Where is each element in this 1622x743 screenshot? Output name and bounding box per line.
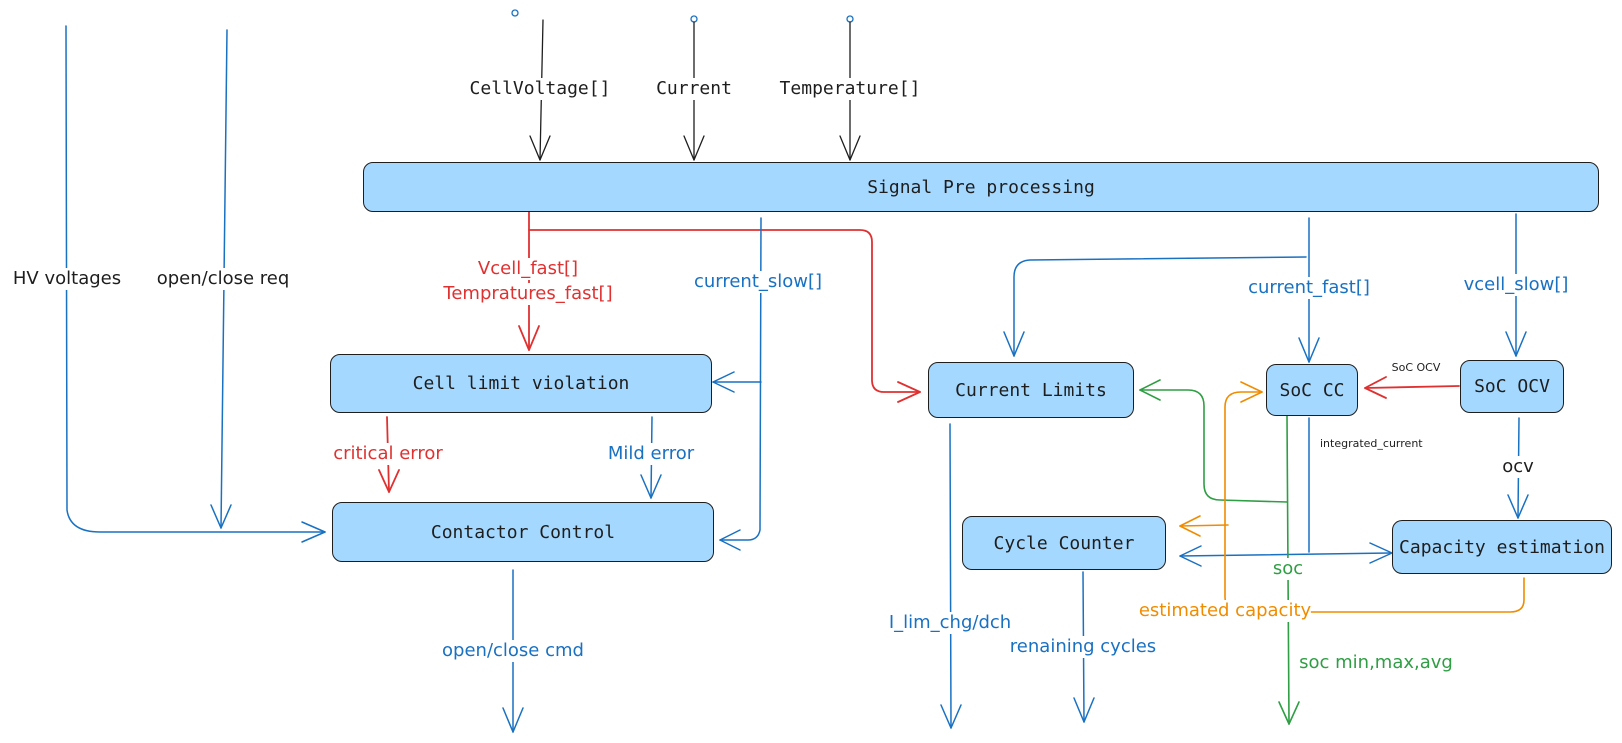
soc-ocv-block[interactable]: SoC OCV bbox=[1460, 360, 1564, 413]
cell-voltage-input-label: CellVoltage[] bbox=[469, 78, 611, 100]
current-fast-label: current_fast[] bbox=[1248, 277, 1370, 299]
temperatures-fast-label: Tempratures_fast[] bbox=[443, 283, 613, 305]
mild-error-label: Mild error bbox=[607, 443, 695, 465]
red-connections bbox=[378, 209, 1460, 493]
current-limits-block[interactable]: Current Limits bbox=[928, 362, 1134, 418]
open-close-cmd-label: open/close cmd bbox=[442, 640, 584, 662]
ocv-label: ocv bbox=[1502, 456, 1534, 478]
current-input-label: Current bbox=[656, 78, 732, 100]
cycle-counter-block[interactable]: Cycle Counter bbox=[962, 516, 1166, 570]
integrated-current-label: integrated_current bbox=[1320, 437, 1423, 450]
input-pins bbox=[511, 9, 854, 23]
vcell-slow-label: vcell_slow[] bbox=[1463, 274, 1569, 296]
temperature-input-label: Temperature[] bbox=[779, 78, 921, 100]
contactor-control-block[interactable]: Contactor Control bbox=[332, 502, 714, 562]
estimated-capacity-label: estimated capacity bbox=[1138, 600, 1312, 622]
current-slow-label: current_slow[] bbox=[693, 271, 823, 293]
signal-pre-processing-block[interactable]: Signal Pre processing bbox=[363, 162, 1599, 212]
cell-limit-violation-block[interactable]: Cell limit violation bbox=[330, 354, 712, 413]
orange-connections bbox=[1179, 381, 1525, 613]
critical-error-label: critical error bbox=[333, 443, 443, 465]
soc-ocv-signal-label: SoC OCV bbox=[1391, 361, 1441, 374]
soc-label: soc bbox=[1272, 558, 1304, 580]
soc-cc-block[interactable]: SoC CC bbox=[1266, 364, 1358, 416]
soc-stats-label: soc min,max,avg bbox=[1299, 652, 1453, 674]
capacity-estimation-block[interactable]: Capacity estimation bbox=[1392, 520, 1612, 574]
open-close-req-label: open/close req bbox=[156, 268, 290, 290]
vcell-fast-label: Vcell_fast[] bbox=[477, 258, 579, 280]
remaining-cycles-label: renaining cycles bbox=[1009, 636, 1157, 658]
hv-voltages-label: HV voltages bbox=[12, 268, 122, 290]
i-lim-label: I_lim_chg/dch bbox=[888, 612, 1012, 634]
